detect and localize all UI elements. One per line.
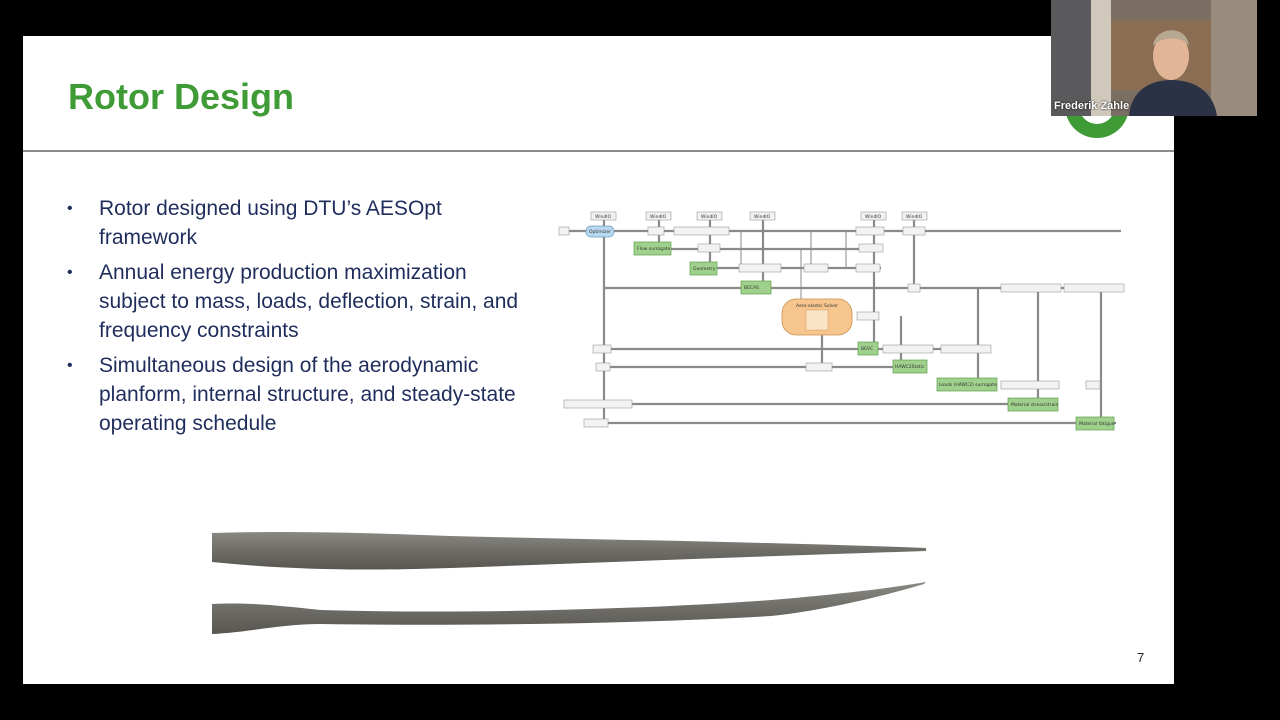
bullet-text: Rotor designed using DTU’s AESOpt framew… xyxy=(99,197,442,249)
svg-text:Material stress/strain: Material stress/strain xyxy=(1011,402,1059,408)
svg-text:WindIO: WindIO xyxy=(701,214,718,220)
presentation-slide: Rotor Design • Rotor designed using DTU’s… xyxy=(23,36,1174,684)
windio-label-2: WindIO xyxy=(645,211,672,221)
material-stress-strain-block: Material stress/strain xyxy=(1007,397,1059,412)
blade-renderings xyxy=(212,532,926,634)
windio-label-6: WindIO xyxy=(901,211,928,221)
material-fatigue-block: Material fatigue xyxy=(1075,416,1115,431)
bullet-dot-icon: • xyxy=(67,357,73,374)
bullet-item: • Simultaneous design of the aerodynamic … xyxy=(63,351,533,438)
svg-text:BEVC: BEVC xyxy=(861,346,873,352)
bullet-dot-icon: • xyxy=(67,200,73,217)
bullet-text: Annual energy production maximization su… xyxy=(99,261,519,342)
bullet-dot-icon: • xyxy=(67,264,73,281)
participant-video xyxy=(1051,0,1257,116)
svg-text:WindIO: WindIO xyxy=(906,214,923,220)
hawc2static-block: HAWC2Static xyxy=(892,359,928,374)
bullet-item: • Rotor designed using DTU’s AESOpt frame… xyxy=(63,194,533,252)
slide-title: Rotor Design xyxy=(68,76,295,117)
title-divider xyxy=(23,150,1174,152)
loads-surrogate-block: Loads (HAWC2) surrogate xyxy=(936,377,998,392)
becas-block: BECAS xyxy=(740,280,772,295)
webcam-video-tile[interactable]: Frederik Zahle xyxy=(1051,0,1257,116)
xdsm-workflow-diagram: WindIO WindIO WindIO WindIO WindIO WindI… xyxy=(558,211,1125,431)
svg-text:HAWC2Static: HAWC2Static xyxy=(895,364,925,370)
flow-surrogate-block: Flow surrogate xyxy=(633,241,672,256)
windio-label-3: WindIO xyxy=(696,211,723,221)
blade-planform-view xyxy=(212,532,926,570)
svg-text:Optimizer: Optimizer xyxy=(589,229,611,235)
svg-text:WindIO: WindIO xyxy=(650,214,667,220)
bevc-block: BEVC xyxy=(857,341,879,356)
blade-side-view xyxy=(212,582,926,634)
svg-text:Flow surrogate: Flow surrogate xyxy=(637,246,671,252)
windio-label-4: WindIO xyxy=(749,211,776,221)
svg-text:WindIO: WindIO xyxy=(754,214,771,220)
geometry-block: Geometry xyxy=(689,261,718,276)
svg-text:Geometry: Geometry xyxy=(693,266,716,272)
bullet-text: Simultaneous design of the aerodynamic p… xyxy=(99,354,516,435)
bullet-list: • Rotor designed using DTU’s AESOpt frame… xyxy=(63,194,533,444)
windio-label-5: WindIO xyxy=(860,211,887,221)
bullet-item: • Annual energy production maximization s… xyxy=(63,258,533,345)
svg-text:Material fatigue: Material fatigue xyxy=(1079,421,1115,427)
svg-text:Loads (HAWC2) surrogate: Loads (HAWC2) surrogate xyxy=(939,382,997,388)
windio-label-1: WindIO xyxy=(590,211,617,221)
svg-text:Aero-elastic Solver: Aero-elastic Solver xyxy=(796,303,838,309)
dtu-logo xyxy=(1065,98,1129,138)
participant-name: Frederik Zahle xyxy=(1054,100,1130,112)
svg-text:BECAS: BECAS xyxy=(744,285,759,291)
aeroelastic-solver-block: Aero-elastic Solver xyxy=(781,298,853,336)
svg-text:WindIO: WindIO xyxy=(865,214,882,220)
optimizer-block: Optimizer xyxy=(585,225,615,238)
svg-text:WindIO: WindIO xyxy=(595,214,612,220)
page-number: 7 xyxy=(1137,650,1145,665)
